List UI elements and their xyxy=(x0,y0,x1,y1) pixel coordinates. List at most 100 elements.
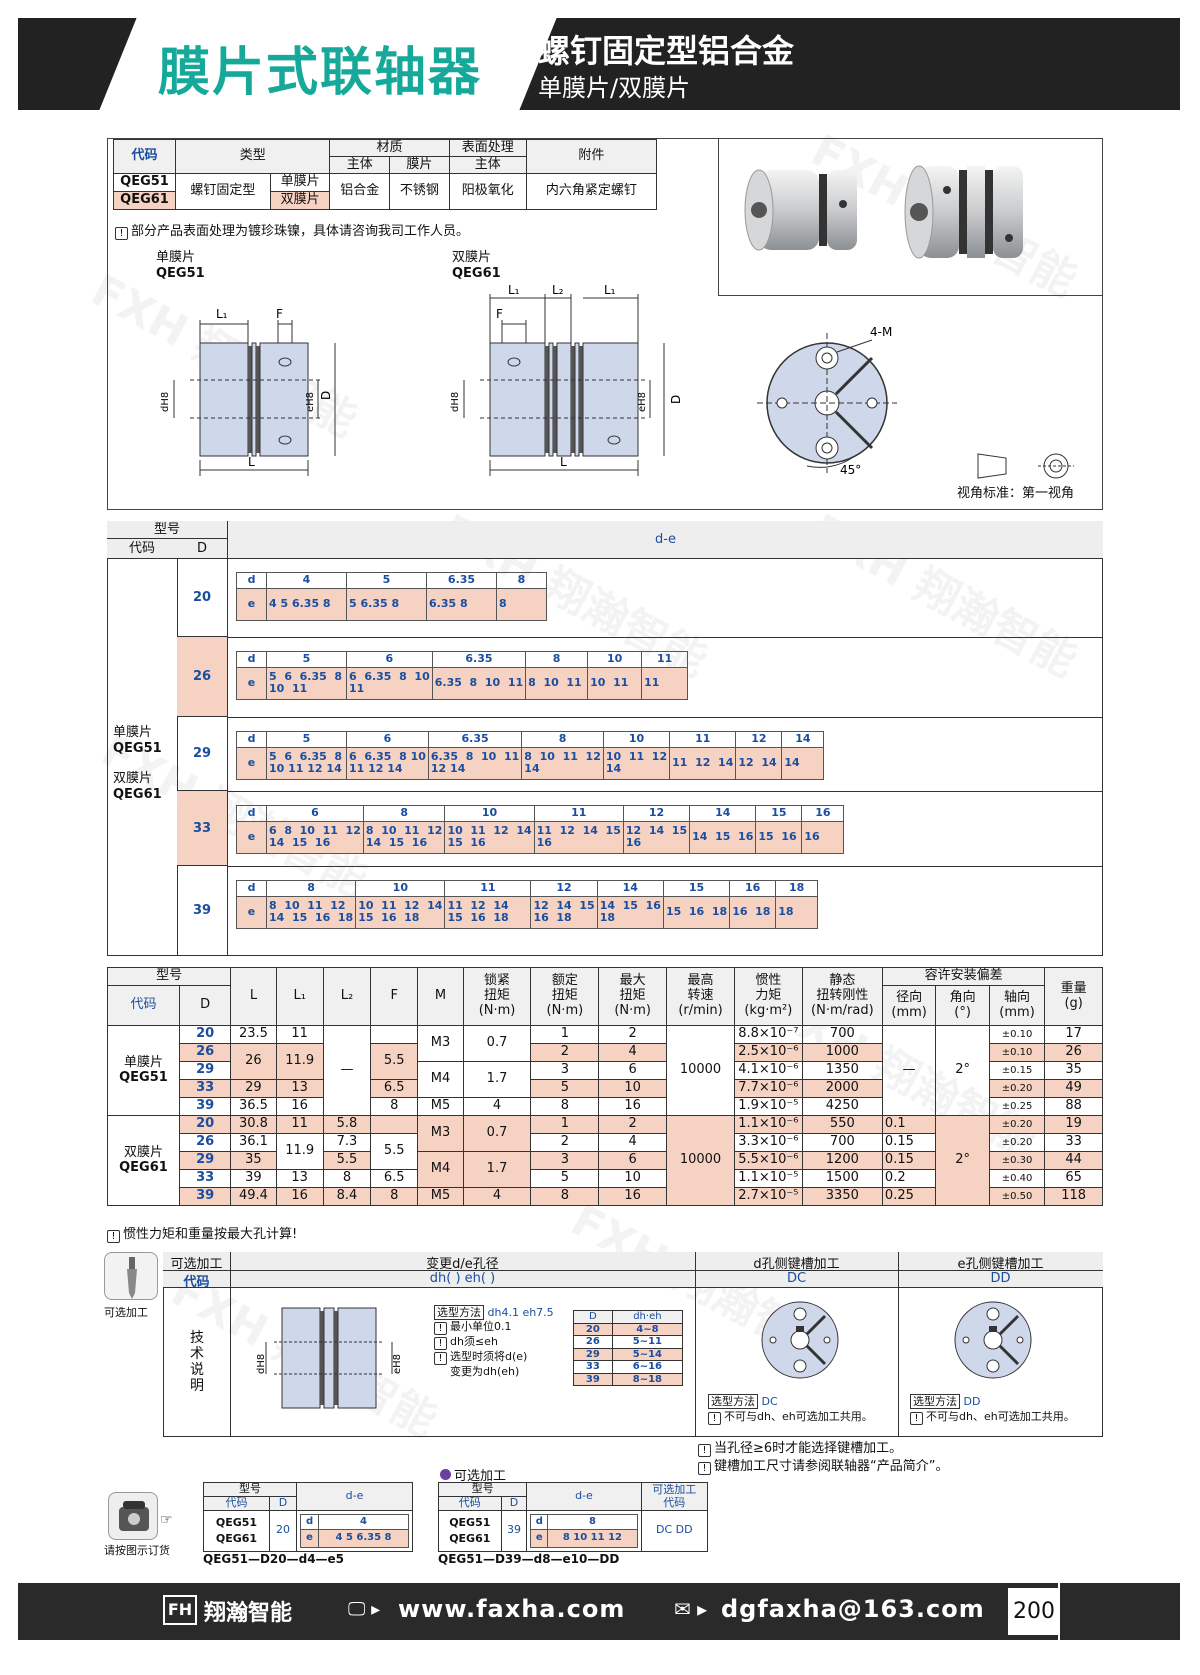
page-header: 膜片式联轴器 螺钉固定型铝合金 单膜片/双膜片 xyxy=(18,18,1180,110)
page-title: 膜片式联轴器 xyxy=(158,43,483,103)
brand-logo-icon: FH xyxy=(163,1595,197,1625)
svg-text:L: L xyxy=(560,455,567,469)
dc-notes: 选型方法 DC !不可与dh、eh可选加工共用。 xyxy=(708,1394,873,1425)
svg-text:45°: 45° xyxy=(840,463,861,477)
order-label: 请按图示订货 xyxy=(104,1544,170,1557)
svg-text:eH8: eH8 xyxy=(392,1354,403,1374)
opt-dd-code: DD xyxy=(990,1271,1011,1286)
col-code: 代码 xyxy=(113,139,176,174)
svg-text:F: F xyxy=(276,307,283,321)
projection-symbol-icon xyxy=(977,453,1074,479)
svg-text:4-M: 4-M xyxy=(870,325,892,339)
col-surface: 表面处理 xyxy=(448,139,527,157)
svg-text:D: D xyxy=(319,391,333,400)
code-qeg61: QEG61 xyxy=(113,191,176,210)
end-view-diagram: 4-M 45° xyxy=(757,325,897,477)
mail-icon: ✉ ▸ xyxy=(674,1597,708,1621)
top-section xyxy=(107,138,1103,510)
footer: FH 翔瀚智能 🖵 ▸ www.faxha.com ✉ ▸ dgfaxha@16… xyxy=(18,1583,1058,1640)
footer-brand: 翔瀚智能 xyxy=(204,1601,293,1626)
svg-text:dH8: dH8 xyxy=(450,392,461,412)
de-header-model: 型号 xyxy=(107,521,227,539)
svg-text:dH8: dH8 xyxy=(256,1354,267,1374)
de-row: 33 xyxy=(177,791,227,866)
de-row: 39 xyxy=(177,866,227,956)
order-example-1-code: QEG51—D20—d4—e5 xyxy=(203,1552,345,1566)
change-diagram: dH8 eH8 xyxy=(256,1307,403,1409)
footer-right-bar xyxy=(1060,1583,1180,1640)
order-example-2-code: QEG51—D39—d8—e10—DD xyxy=(438,1552,620,1566)
col-accessory: 附件 xyxy=(525,139,658,174)
svg-text:F: F xyxy=(496,307,503,321)
monitor-icon: 🖵 ▸ xyxy=(348,1599,381,1620)
opt-header: 可选加工 xyxy=(170,1257,223,1272)
page-number: 200 xyxy=(1008,1588,1060,1635)
code-qeg51: QEG51 xyxy=(113,173,176,192)
optional-icon-label: 可选加工 xyxy=(104,1306,148,1319)
opt-dc-code: DC xyxy=(786,1271,807,1286)
opt-code-header: 代码 xyxy=(183,1275,210,1290)
phone-icon xyxy=(108,1492,158,1540)
surface-note: !部分产品表面处理为镀珍珠镍，具体请咨询我司工作人员。 xyxy=(115,220,469,240)
change-notes: 选型方法 dh4.1 eh7.5 !最小单位0.1 !dh须≤eh !选型时须将… xyxy=(434,1305,554,1379)
inertia-note: !惯性力矩和重量按最大孔计算! xyxy=(107,1223,297,1243)
opt-change-header: 变更d/e孔径 xyxy=(426,1257,499,1272)
de-header-de: d-e xyxy=(227,521,1103,558)
single-diagram: L₁ F L D eH8 dH8 xyxy=(160,307,336,476)
svg-text:eH8: eH8 xyxy=(305,392,316,412)
col-material: 材质 xyxy=(329,139,450,157)
tech-label: 技术说明 xyxy=(190,1330,204,1394)
col-type: 类型 xyxy=(174,139,331,174)
svg-text:L: L xyxy=(248,455,255,469)
double-diagram: L₁ L₂ L₁ F L D eH8 dH8 xyxy=(450,284,683,476)
svg-text:D: D xyxy=(669,395,683,404)
opt-dd-header: e孔侧键槽加工 xyxy=(957,1257,1044,1272)
page-subtitle-2: 单膜片/双膜片 xyxy=(538,74,691,102)
svg-text:eH8: eH8 xyxy=(637,392,648,412)
dc-diagram xyxy=(761,1301,839,1379)
de-row: 26 xyxy=(177,637,227,717)
opt-change-code: dh( ) eh( ) xyxy=(429,1271,496,1286)
keyway-notes: !当孔径≥6时才能选择键槽加工。 !键槽加工尺寸请参阅联轴器“产品简介”。 xyxy=(698,1440,948,1476)
de-row: 29 xyxy=(177,717,227,791)
page-subtitle: 螺钉固定型铝合金 xyxy=(538,32,795,70)
de-header-code: 代码 xyxy=(107,539,177,558)
view-standard: 视角标准：第一视角 xyxy=(957,486,1075,501)
footer-email[interactable]: dgfaxha@163.com xyxy=(721,1595,985,1623)
svg-text:L₂: L₂ xyxy=(552,284,564,297)
product-photo xyxy=(718,138,1103,296)
de-header-d: D xyxy=(177,539,227,558)
svg-text:L₁: L₁ xyxy=(604,284,616,297)
svg-text:L₁: L₁ xyxy=(508,284,520,297)
footer-website[interactable]: www.faxha.com xyxy=(398,1595,626,1623)
de-row: 20 xyxy=(177,558,227,637)
svg-text:L₁: L₁ xyxy=(216,307,228,321)
order-opt-title: 可选加工 xyxy=(440,1465,506,1484)
dd-diagram xyxy=(954,1301,1032,1379)
